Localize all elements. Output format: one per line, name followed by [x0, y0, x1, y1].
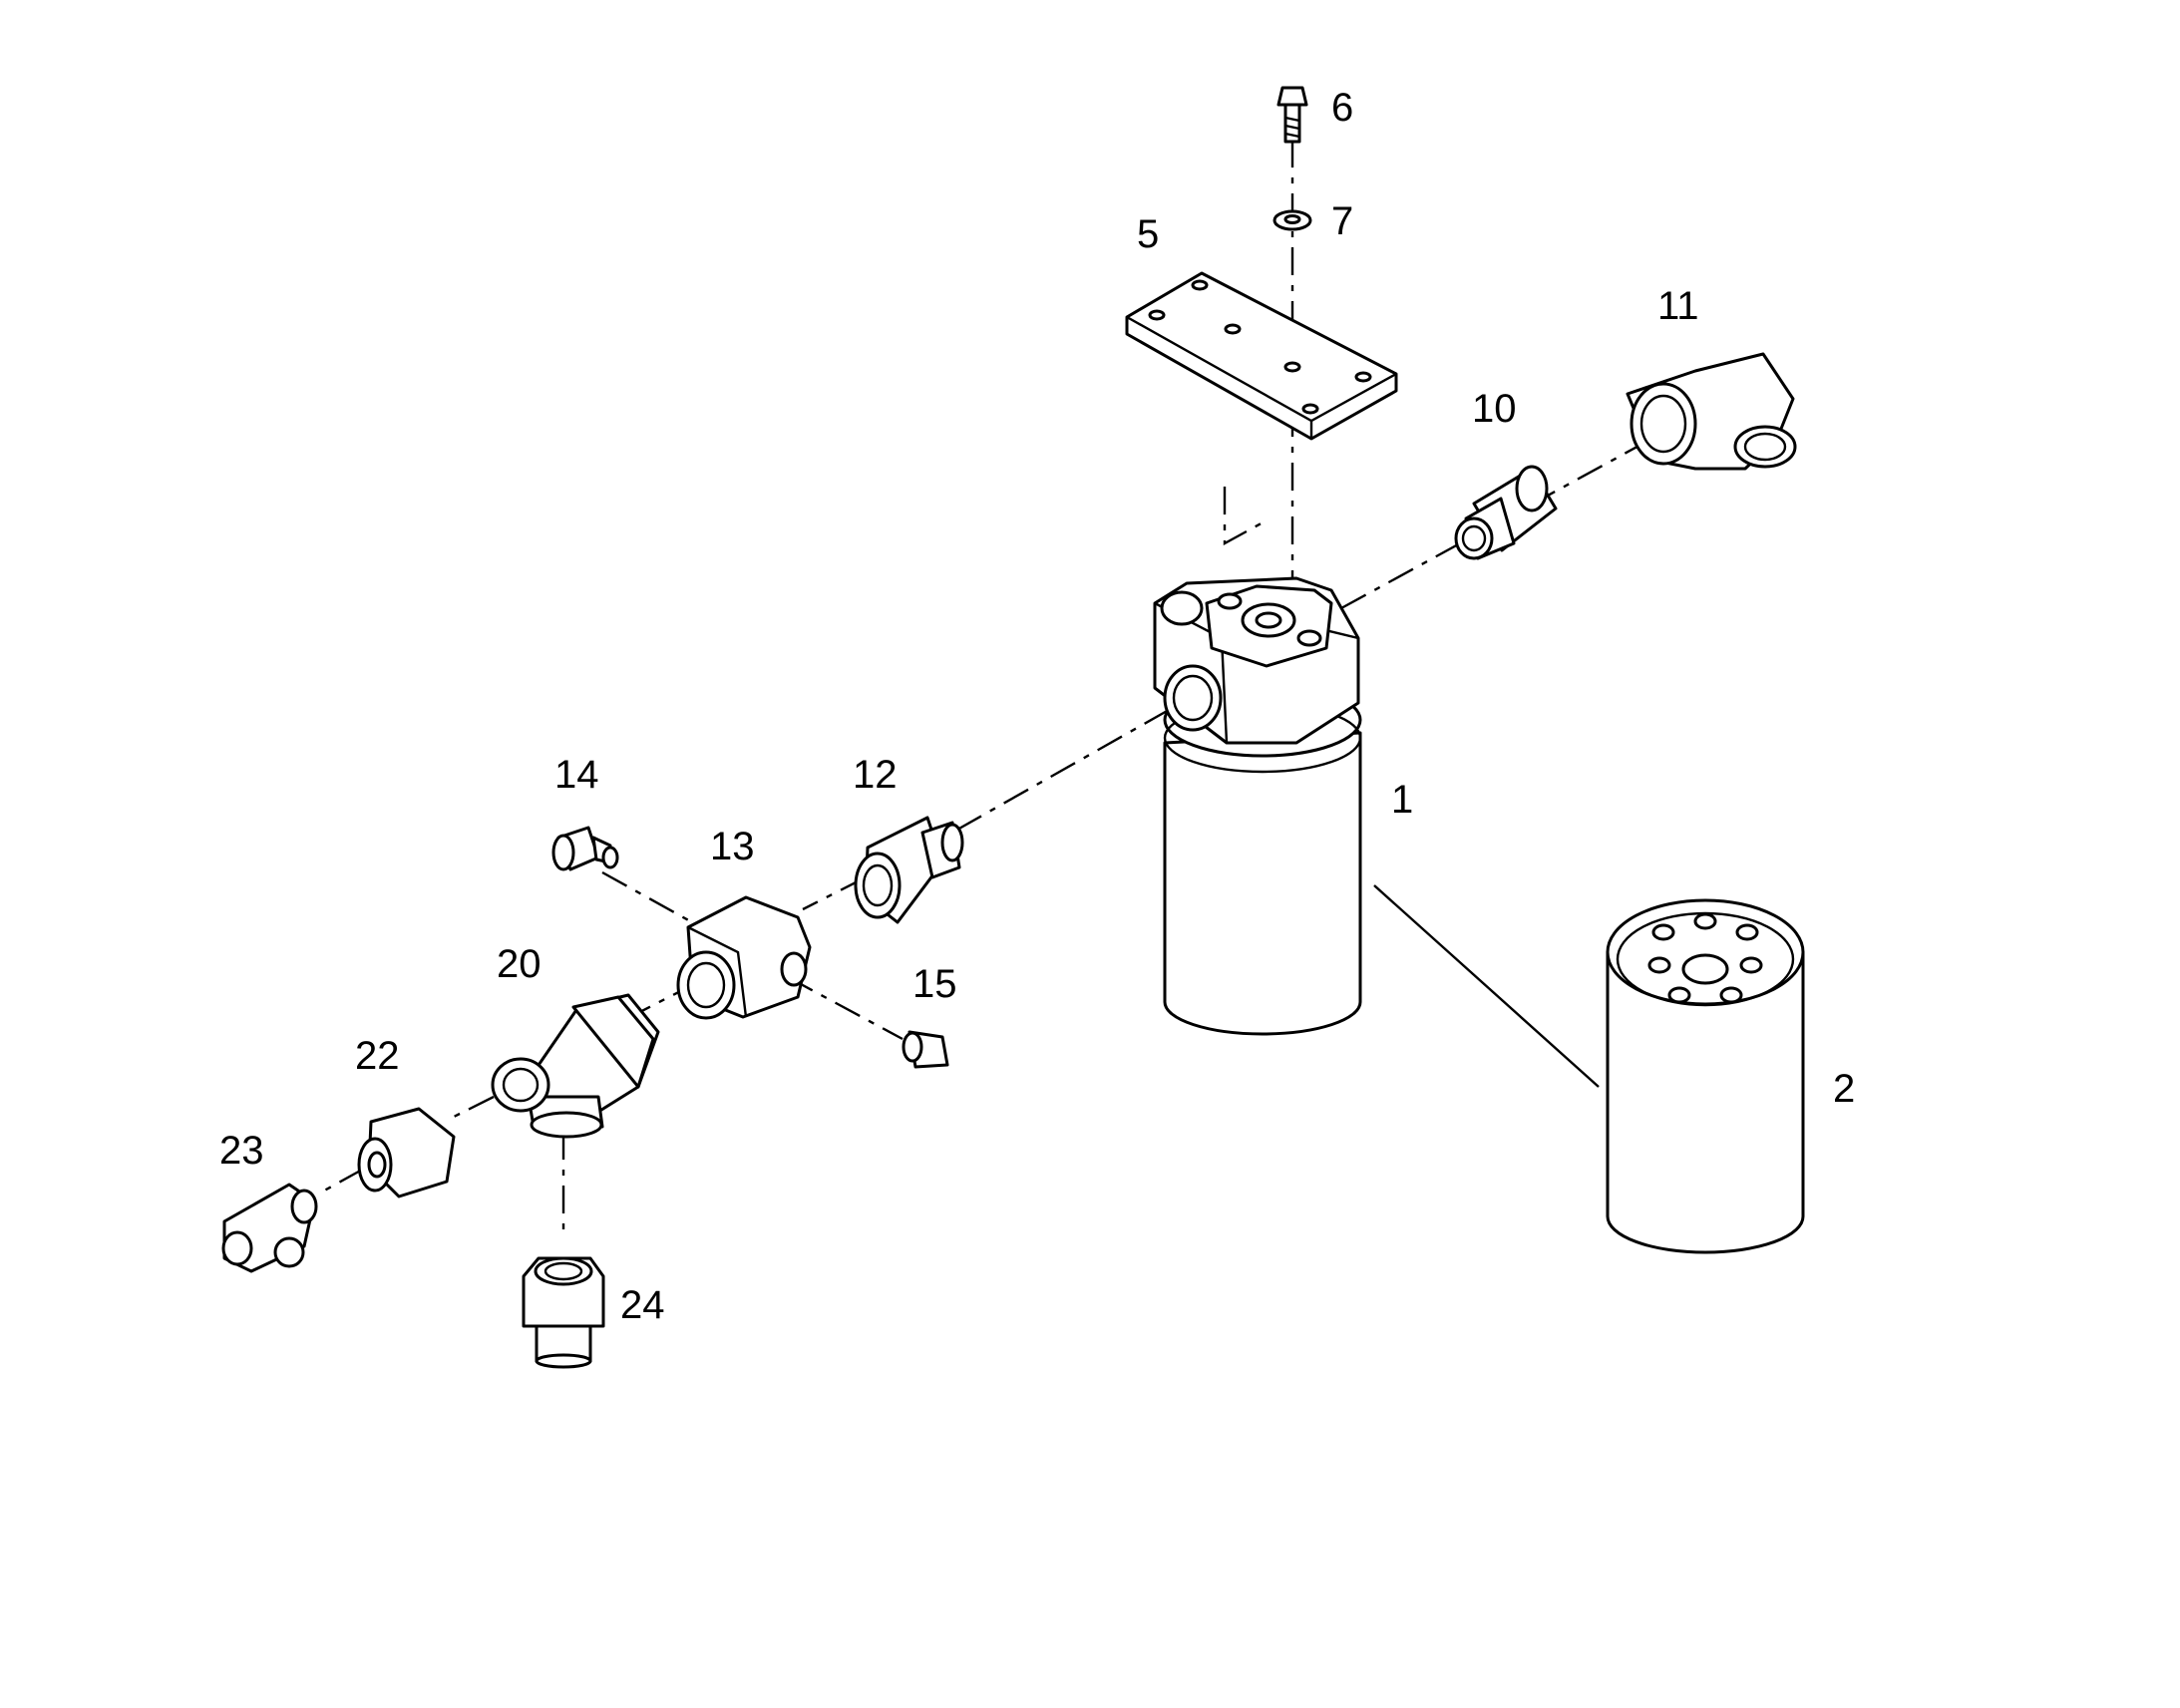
part-7-washer — [1272, 209, 1312, 231]
part-10-adapter — [1454, 465, 1558, 560]
part-12-union — [854, 816, 964, 924]
callout-1: 1 — [1391, 778, 1413, 822]
callout-20: 20 — [497, 942, 542, 986]
callout-23: 23 — [219, 1129, 264, 1173]
part-11-elbow — [1626, 352, 1797, 471]
part-22-nut — [357, 1107, 456, 1198]
callout-11: 11 — [1657, 284, 1699, 328]
part-24-straight-fitting — [522, 1256, 605, 1369]
callout-14: 14 — [554, 753, 599, 797]
callout-24: 24 — [620, 1283, 665, 1327]
part-1-filter-assembly — [1153, 576, 1362, 1036]
part-13-tee-body — [676, 895, 812, 1020]
callout-10: 10 — [1472, 387, 1517, 431]
part-2-filter-element — [1606, 898, 1805, 1254]
callout-6: 6 — [1331, 86, 1353, 130]
callout-22: 22 — [355, 1034, 400, 1078]
callout-5: 5 — [1137, 212, 1159, 256]
part-20-tee-fitting — [491, 993, 660, 1139]
part-6-bolt — [1276, 86, 1308, 144]
part-14-plug — [551, 826, 619, 871]
callouts: 1 2 5 6 7 10 11 12 13 14 15 20 22 23 24 — [219, 86, 1855, 1327]
part-23-branch-tee — [221, 1183, 318, 1273]
callout-12: 12 — [853, 753, 898, 797]
callout-7: 7 — [1331, 199, 1353, 243]
callout-2: 2 — [1833, 1067, 1855, 1111]
part-15-cap — [902, 1030, 949, 1069]
callout-15: 15 — [912, 962, 957, 1006]
callout-13: 13 — [710, 825, 755, 868]
part-5-mounting-plate — [1125, 271, 1398, 441]
